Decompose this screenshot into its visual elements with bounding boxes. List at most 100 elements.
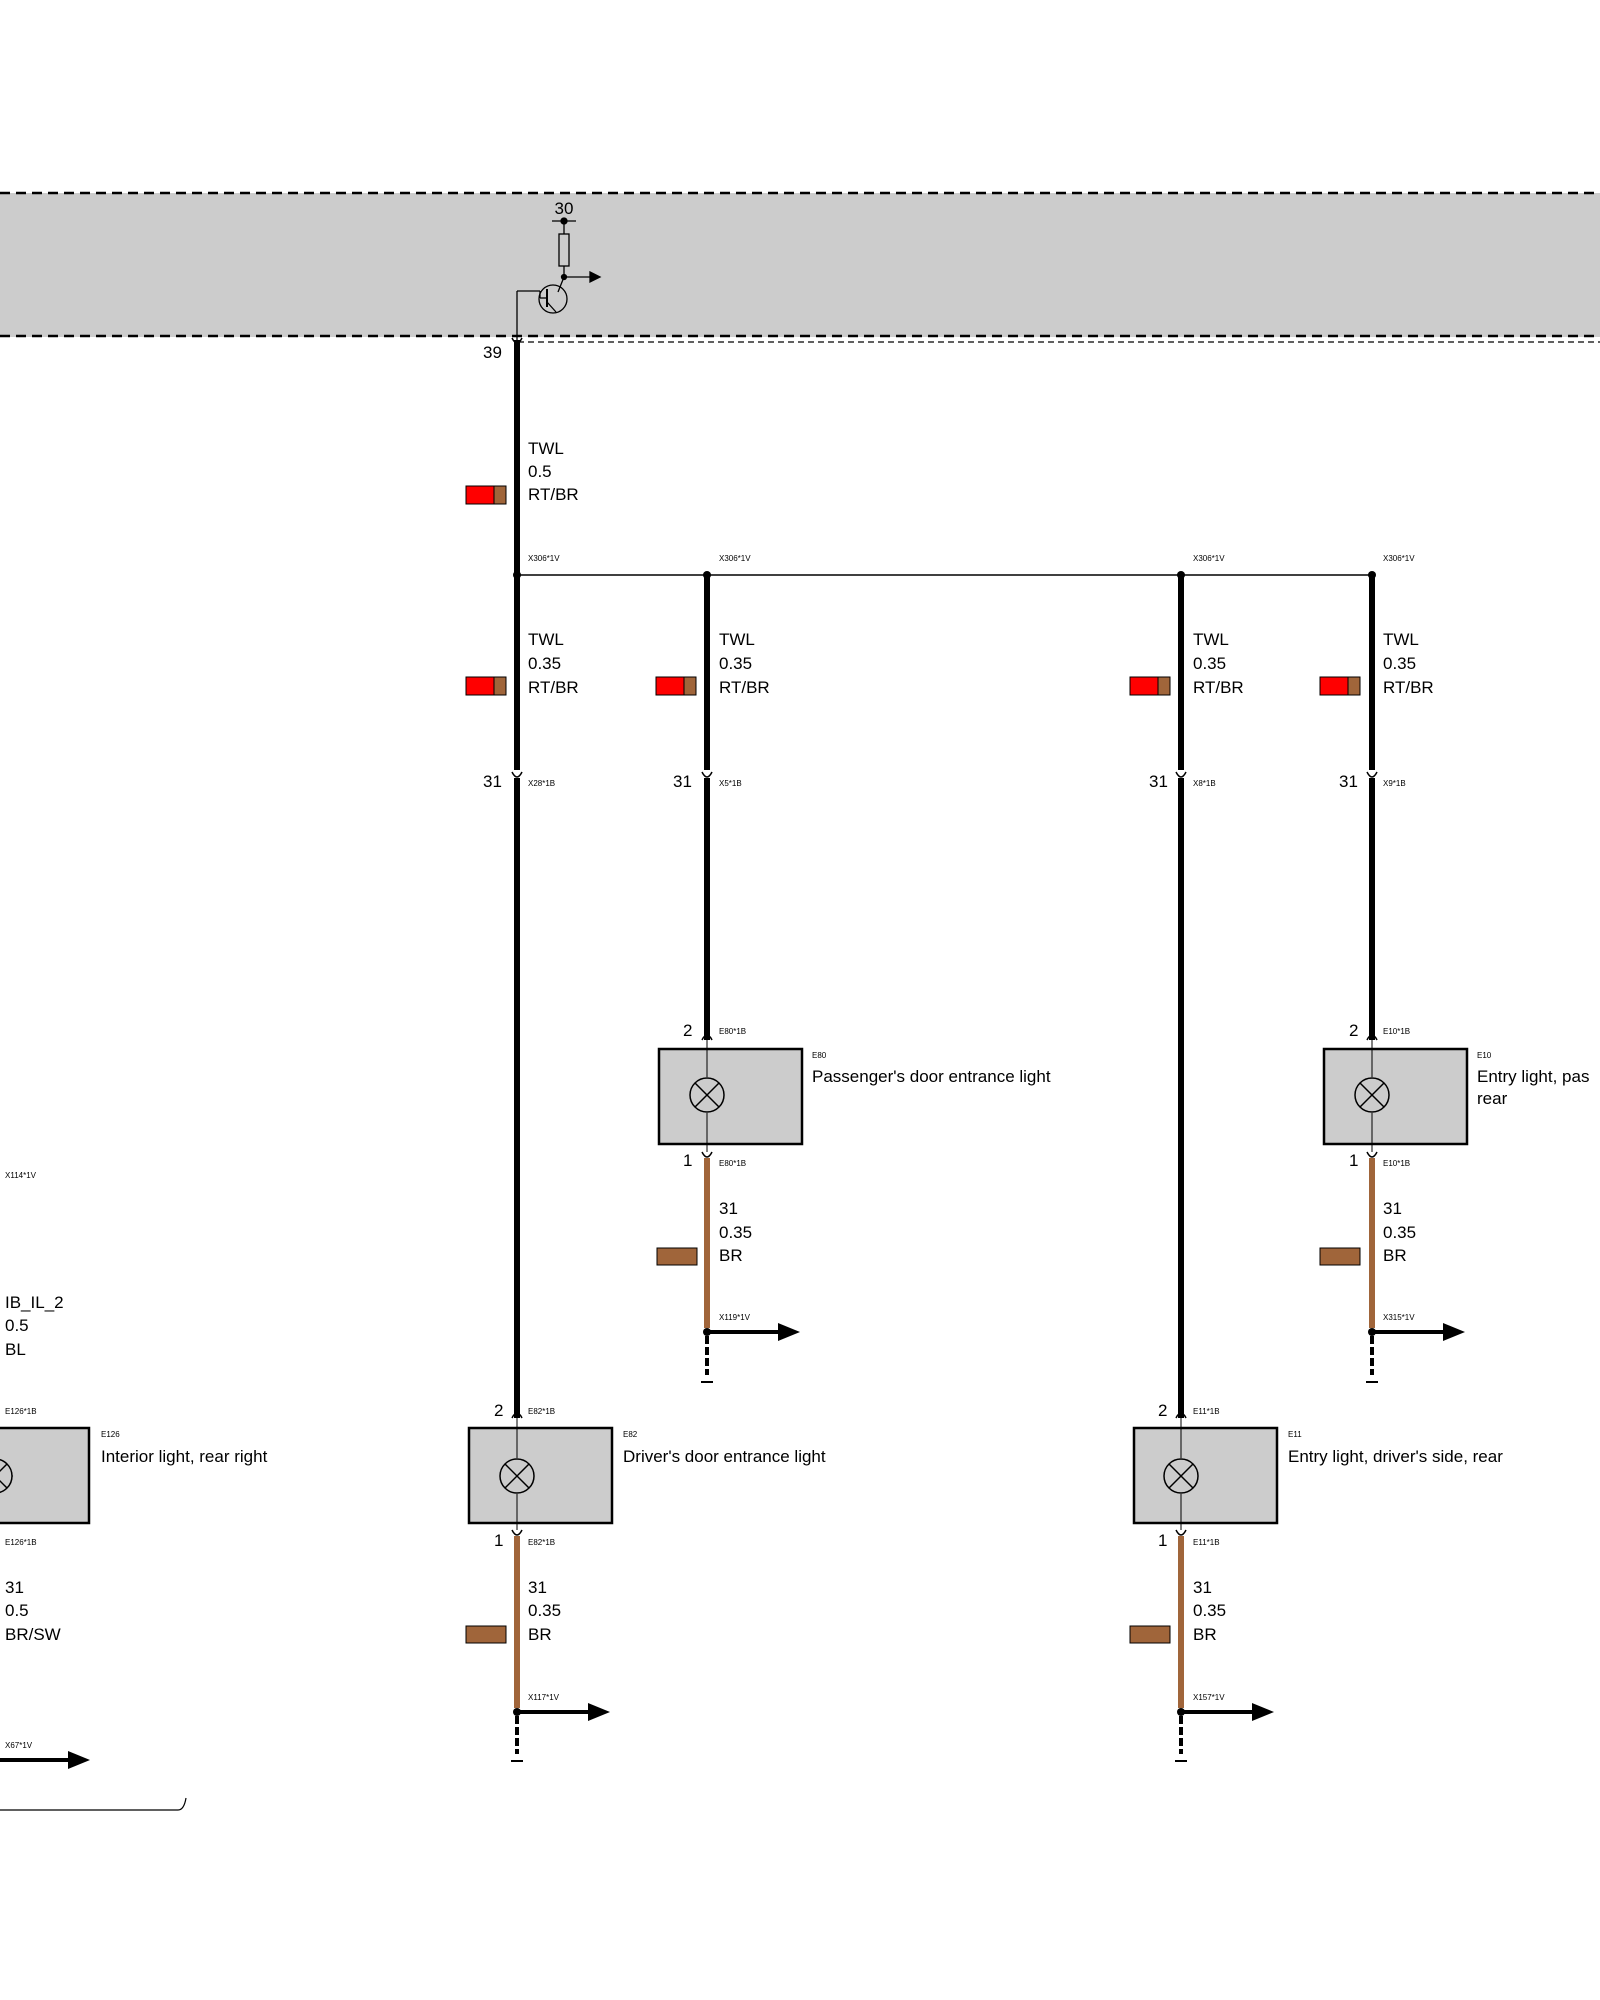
e11-gnd-color: BR — [1193, 1625, 1217, 1644]
e11-conn-out: E11*1B — [1193, 1538, 1220, 1547]
e10-gnd-color: BR — [1383, 1246, 1407, 1265]
branch-wire-4 — [1319, 575, 1378, 1040]
e126-name: Interior light, rear right — [101, 1447, 268, 1466]
branch-3-size: 0.35 — [1193, 654, 1226, 673]
branch-2-signal: TWL — [719, 630, 755, 649]
e126-id: E126 — [101, 1430, 120, 1439]
lamp-icon — [1163, 1458, 1199, 1494]
branch-wire-3 — [1129, 575, 1187, 1418]
control-unit-box — [0, 193, 1600, 337]
branch-4-connector: X9*1B — [1383, 779, 1406, 788]
e126-gnd-signal: 31 — [5, 1578, 24, 1597]
e11-id: E11 — [1288, 1430, 1302, 1439]
e82-id: E82 — [623, 1430, 638, 1439]
e80-conn-in: E80*1B — [719, 1027, 746, 1036]
e11-ground-point: X157*1V — [1193, 1693, 1225, 1702]
lamp-icon — [1354, 1077, 1390, 1113]
arrow-right-icon — [588, 1703, 610, 1721]
lamp-icon — [499, 1458, 535, 1494]
feed-wire-signal: TWL — [528, 439, 564, 458]
splice-label-2: X306*1V — [719, 554, 751, 563]
e80-name: Passenger's door entrance light — [812, 1067, 1051, 1086]
bracket-line — [0, 1797, 187, 1811]
e10-pin-in: 2 — [1349, 1021, 1358, 1040]
branch-1-pin: 31 — [483, 772, 502, 791]
branch-2-size: 0.35 — [719, 654, 752, 673]
light-e80 — [656, 1034, 804, 1383]
e82-pin-in: 2 — [494, 1401, 503, 1420]
e10-ground-point: X315*1V — [1383, 1313, 1415, 1322]
e126-gnd-color: BR/SW — [5, 1625, 61, 1644]
e126-gnd-size: 0.5 — [5, 1601, 29, 1620]
e10-gnd-size: 0.35 — [1383, 1223, 1416, 1242]
e126-conn-in: E126*1B — [5, 1407, 37, 1416]
transistor-symbol — [516, 217, 602, 340]
branch-2-connector: X5*1B — [719, 779, 742, 788]
feed-wire-color-swatch — [465, 485, 507, 505]
e10-gnd-signal: 31 — [1383, 1199, 1402, 1218]
branch-wire-2 — [655, 575, 713, 1040]
light-e82 — [465, 1412, 614, 1762]
branch-1-connector: X28*1B — [528, 779, 555, 788]
supply-terminal-label: 30 — [555, 199, 574, 218]
lamp-icon — [689, 1077, 725, 1113]
e11-gnd-signal: 31 — [1193, 1578, 1212, 1597]
e11-conn-in: E11*1B — [1193, 1407, 1220, 1416]
e11-pin-out: 1 — [1158, 1531, 1167, 1550]
e126-conn-out: E126*1B — [5, 1538, 37, 1547]
e10-id: E10 — [1477, 1051, 1492, 1060]
e10-name-line2: rear — [1477, 1089, 1508, 1108]
branch-2-color: RT/BR — [719, 678, 770, 697]
left-wire-color: BL — [5, 1340, 26, 1359]
branch-4-signal: TWL — [1383, 630, 1419, 649]
feed-wire-color: RT/BR — [528, 485, 579, 504]
e82-pin-out: 1 — [494, 1531, 503, 1550]
e126-ground-point: X67*1V — [5, 1741, 33, 1750]
e10-conn-in: E10*1B — [1383, 1027, 1410, 1036]
e80-gnd-color: BR — [719, 1246, 743, 1265]
e80-ground-point: X119*1V — [719, 1313, 751, 1322]
branch-wire-1 — [465, 575, 523, 1418]
splice-label-3: X306*1V — [1193, 554, 1225, 563]
e11-gnd-size: 0.35 — [1193, 1601, 1226, 1620]
branch-1-size: 0.35 — [528, 654, 561, 673]
left-wire-size: 0.5 — [5, 1316, 29, 1335]
branch-3-pin: 31 — [1149, 772, 1168, 791]
e10-name-line1: Entry light, pas — [1477, 1067, 1589, 1086]
branch-1-color: RT/BR — [528, 678, 579, 697]
feed-wire-size: 0.5 — [528, 462, 552, 481]
light-e10 — [1319, 1034, 1469, 1383]
e82-conn-out: E82*1B — [528, 1538, 555, 1547]
branch-1-signal: TWL — [528, 630, 564, 649]
e82-gnd-color: BR — [528, 1625, 552, 1644]
branch-1-swatch-brown — [493, 676, 507, 696]
e10-conn-out: E10*1B — [1383, 1159, 1410, 1168]
e10-pin-out: 1 — [1349, 1151, 1358, 1170]
branch-1-swatch-red — [465, 676, 495, 696]
branch-4-pin: 31 — [1339, 772, 1358, 791]
e80-id: E80 — [812, 1051, 827, 1060]
left-wire-signal: IB_IL_2 — [5, 1293, 64, 1312]
e82-gnd-size: 0.35 — [528, 1601, 561, 1620]
e82-name: Driver's door entrance light — [623, 1447, 826, 1466]
branch-3-signal: TWL — [1193, 630, 1229, 649]
output-pin-label: 39 — [483, 343, 502, 362]
e82-ground-point: X117*1V — [528, 1693, 560, 1702]
branch-3-color: RT/BR — [1193, 678, 1244, 697]
light-e126 — [0, 1426, 187, 1811]
branch-4-color: RT/BR — [1383, 678, 1434, 697]
e80-gnd-size: 0.35 — [719, 1223, 752, 1242]
branch-3-connector: X8*1B — [1193, 779, 1216, 788]
e80-ground-swatch — [656, 1247, 698, 1266]
e11-name: Entry light, driver's side, rear — [1288, 1447, 1503, 1466]
light-e11 — [1129, 1412, 1279, 1762]
e80-pin-in: 2 — [683, 1021, 692, 1040]
branch-4-size: 0.35 — [1383, 654, 1416, 673]
arrow-right-icon — [1252, 1703, 1274, 1721]
splice-label-1: X306*1V — [528, 554, 560, 563]
e80-conn-out: E80*1B — [719, 1159, 746, 1168]
e80-gnd-signal: 31 — [719, 1199, 738, 1218]
arrow-right-icon — [68, 1751, 90, 1769]
e80-pin-out: 1 — [683, 1151, 692, 1170]
e82-conn-in: E82*1B — [528, 1407, 555, 1416]
